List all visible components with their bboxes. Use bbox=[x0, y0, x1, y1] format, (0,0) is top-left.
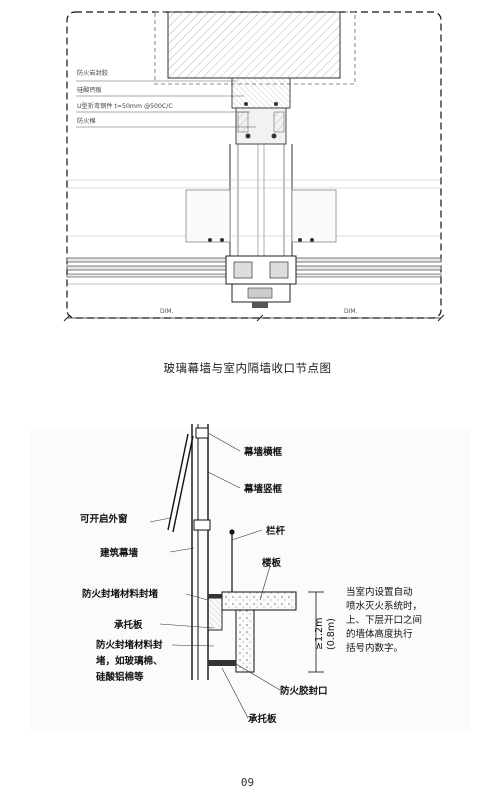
openable-window-sash bbox=[167, 433, 194, 533]
label-railing: 栏杆 bbox=[266, 525, 286, 537]
railing bbox=[229, 529, 235, 592]
label-leaders bbox=[76, 80, 256, 128]
curtain-wall-profile bbox=[225, 255, 297, 308]
label-support-plate-2: 承托板 bbox=[248, 713, 277, 725]
partition-wall bbox=[154, 11, 356, 85]
sprinkler-note: 当室内设置自动 喷水灭火系统时， 上、下层开口之间 的墙体高度执行 括号内数字。 bbox=[346, 586, 422, 654]
floor-slab bbox=[221, 591, 297, 673]
svg-text:上、下层开口之间: 上、下层开口之间 bbox=[346, 614, 422, 626]
label-fire-seal-material-2: 防火封堵材料封 bbox=[96, 639, 163, 651]
label-curtain-transom: 幕墙横框 bbox=[243, 446, 283, 458]
height-dim-alt-label: (0.8m) bbox=[326, 618, 337, 650]
label-u-steel-bracket: U型折弯钢件 t=50mm @500C/C bbox=[77, 102, 173, 110]
fire-seal-block bbox=[207, 594, 236, 666]
fire-seal-section-diagram: ≥1.2m (0.8m) 幕墙横框 幕墙竖框 可开启外窗 栏杆 建筑幕墙 楼板 … bbox=[30, 424, 470, 730]
label-calcium-silicate-board: 硅酸钙板 bbox=[77, 86, 102, 94]
curtain-wall-section bbox=[191, 424, 211, 680]
height-dim-label: ≥1.2m bbox=[314, 618, 325, 650]
figure-caption: 玻璃幕墙与室内隔墙收口节点图 bbox=[163, 361, 332, 375]
dim-label-right: DIM. bbox=[344, 308, 358, 315]
label-fire-wool: 防火棉 bbox=[77, 117, 96, 125]
label-openable-window: 可开启外窗 bbox=[80, 513, 128, 525]
mullion-assembly bbox=[229, 77, 293, 262]
label-fire-sealant: 防火胶封口 bbox=[280, 685, 328, 697]
svg-text:当室内设置自动: 当室内设置自动 bbox=[346, 586, 413, 598]
label-fire-seal-material: 防火封堵材料封堵 bbox=[82, 588, 159, 600]
transom-brackets bbox=[185, 189, 337, 243]
label-support-plate-1: 承托板 bbox=[114, 619, 143, 631]
label-building-curtain: 建筑幕墙 bbox=[99, 547, 139, 559]
dimension-line bbox=[63, 314, 445, 322]
label-leaders-fig2 bbox=[149, 432, 281, 719]
height-dimension bbox=[308, 591, 324, 673]
label-fire-seal-material-4: 硅酸铝棉等 bbox=[96, 671, 144, 683]
svg-text:括号内数字。: 括号内数字。 bbox=[346, 642, 403, 654]
svg-text:的墙体高度执行: 的墙体高度执行 bbox=[346, 628, 413, 640]
label-floor-slab: 楼板 bbox=[262, 557, 282, 569]
label-fire-sealant: 防火岩封胶 bbox=[77, 69, 108, 77]
svg-text:喷水灭火系统时，: 喷水灭火系统时， bbox=[346, 600, 422, 612]
page-number: 09 bbox=[240, 776, 255, 789]
label-fire-seal-material-3: 堵，如玻璃棉、 bbox=[96, 655, 163, 667]
curtain-wall-partition-node-diagram: 防火岩封胶 硅酸钙板 U型折弯钢件 t=50mm @500C/C 防火棉 DIM… bbox=[63, 11, 445, 322]
label-curtain-mullion: 幕墙竖框 bbox=[243, 483, 283, 495]
dim-label-left: DIM. bbox=[160, 308, 174, 315]
background-lines bbox=[67, 179, 441, 237]
